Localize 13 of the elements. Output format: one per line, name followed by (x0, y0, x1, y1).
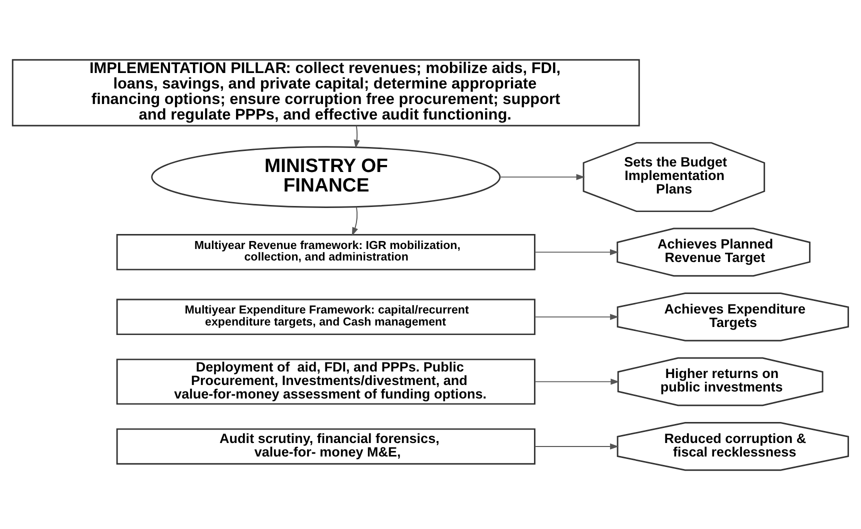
node-box: Multiyear Revenue framework: IGR mobilization, collection, and administration (116, 234, 536, 270)
arrow (534, 313, 619, 320)
arrow (354, 124, 360, 148)
arrow (499, 174, 585, 180)
arrow (534, 378, 620, 384)
node-box: Multiyear Expenditure Framework: capital/recurrent expenditure targets, and Cash management (116, 298, 536, 335)
node-box: Audit scrutiny, financial forensics, value-for- money M&E, (116, 428, 536, 464)
node-box: Deployment of aid, FDI, and PPPs. Public Procurement, Investments/divestment, and value-for-money assessment of funding options. (116, 358, 536, 404)
arrow (352, 206, 358, 236)
node-box: IMPLEMENTATION PILLAR: collect revenues; mobilize aids, FDI, loans, savings, and private capital; determine appropriate financing options; ensure corruption free procurement; support and regulate PPPs, and effective audit functioning. (12, 58, 640, 126)
node-ellipse: MINISTRY OF FINANCE (151, 146, 501, 208)
arrow (534, 442, 619, 449)
arrow (534, 248, 619, 255)
